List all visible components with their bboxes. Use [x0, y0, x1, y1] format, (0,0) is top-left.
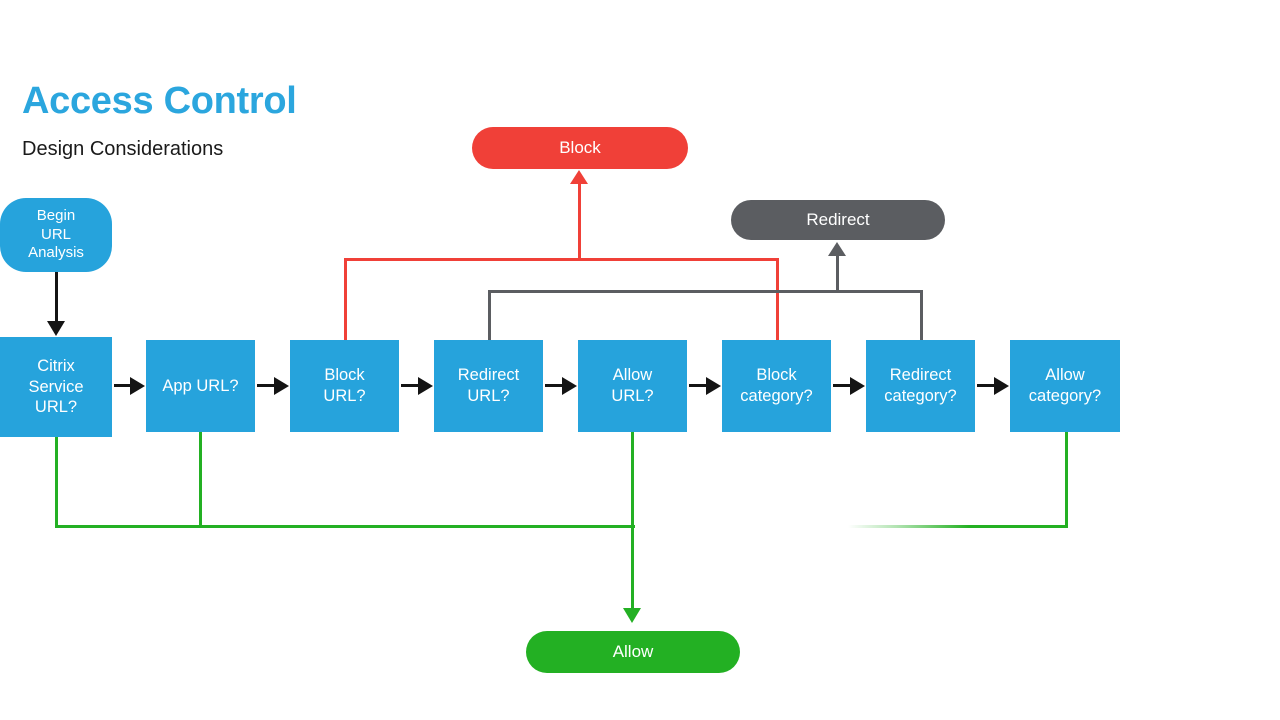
- edge-allowurl-to-blockcat-arrowhead: [706, 377, 721, 395]
- node-block-terminal[interactable]: Block: [472, 127, 688, 169]
- node-block-terminal-label: Block: [559, 138, 601, 158]
- node-citrix-service-url[interactable]: Citrix Service URL?: [0, 337, 112, 437]
- edge-allow-to-pill-arrowhead: [623, 608, 641, 623]
- node-redirect-terminal-label: Redirect: [806, 210, 870, 230]
- edge-blockurl-to-block-riser: [344, 258, 347, 342]
- edge-blockurl-to-redirecturl-arrowhead: [418, 377, 433, 395]
- edge-redirectcat-to-redirect-riser: [920, 290, 923, 342]
- edge-blockcat-to-redirectcat-arrowhead: [850, 377, 865, 395]
- edge-blockcat-to-block-riser: [776, 258, 779, 342]
- node-allow-category[interactable]: Allow category?: [1010, 340, 1120, 432]
- edge-allowcat-to-allow-dropper: [1065, 432, 1068, 528]
- edge-allow-bus-right-faded: [848, 525, 1068, 528]
- edge-allowurl-to-blockcat-line: [689, 384, 707, 387]
- node-block-url[interactable]: Block URL?: [290, 340, 399, 432]
- edge-app-to-allow-dropper: [199, 432, 202, 528]
- edge-redirect-to-pill-riser: [836, 254, 839, 292]
- node-app-url[interactable]: App URL?: [146, 340, 255, 432]
- edge-redirecturl-to-allowurl-arrowhead: [562, 377, 577, 395]
- node-redirect-category-line1: Redirect: [889, 366, 952, 385]
- node-allow-url-line1: Allow: [612, 366, 653, 385]
- page-subtitle: Design Considerations: [22, 138, 224, 160]
- edge-blockcat-to-redirectcat-line: [833, 384, 851, 387]
- node-block-url-line2: URL?: [323, 387, 366, 405]
- edge-allow-to-pill-dropper: [631, 525, 634, 611]
- page-title: Access Control: [22, 80, 297, 122]
- edge-citrix-to-app-line: [114, 384, 132, 387]
- edge-citrix-to-app-arrowhead: [130, 377, 145, 395]
- edge-allow-bus-left: [55, 525, 635, 528]
- edge-redirecturl-to-allowurl-line: [545, 384, 563, 387]
- edge-block-bus-horizontal: [344, 258, 779, 261]
- node-begin-url-analysis[interactable]: Begin URL Analysis: [0, 198, 112, 272]
- edge-redirect-to-pill-arrowhead: [828, 242, 846, 256]
- node-block-category[interactable]: Block category?: [722, 340, 831, 432]
- node-allow-url-line2: URL?: [611, 387, 654, 405]
- node-app-url-line1: App URL?: [162, 376, 239, 395]
- edge-app-to-blockurl-arrowhead: [274, 377, 289, 395]
- node-citrix-service-url-line2: Service: [28, 377, 84, 396]
- edge-block-to-pill-arrowhead: [570, 170, 588, 184]
- edge-redirectcat-to-allowcat-line: [977, 384, 995, 387]
- node-begin-line3: Analysis: [28, 244, 84, 262]
- node-citrix-service-url-line1: Citrix: [37, 357, 75, 376]
- node-allow-category-line1: Allow: [1045, 366, 1085, 385]
- node-begin-line2: URL: [40, 225, 71, 243]
- node-redirect-terminal[interactable]: Redirect: [731, 200, 945, 240]
- edge-blockurl-to-redirecturl-line: [401, 384, 419, 387]
- edge-allowurl-to-allow-dropper: [631, 432, 634, 528]
- node-redirect-url-line1: Redirect: [457, 366, 520, 385]
- node-begin-line1: Begin: [36, 206, 76, 224]
- node-block-category-line2: category?: [740, 387, 813, 405]
- node-redirect-url[interactable]: Redirect URL?: [434, 340, 543, 432]
- node-redirect-category-line2: category?: [884, 387, 957, 405]
- edge-begin-to-citrix-line: [55, 272, 58, 324]
- node-redirect-url-line2: URL?: [467, 387, 510, 405]
- node-allow-url[interactable]: Allow URL?: [578, 340, 687, 432]
- edge-citrix-to-allow-dropper: [55, 437, 58, 528]
- node-block-category-line1: Block: [756, 366, 797, 385]
- node-block-url-line1: Block: [324, 366, 365, 385]
- node-allow-category-line2: category?: [1028, 387, 1102, 405]
- edge-redirect-bus-horizontal: [488, 290, 923, 293]
- edge-begin-to-citrix-arrowhead: [47, 321, 65, 336]
- edge-redirecturl-to-redirect-riser: [488, 290, 491, 342]
- node-allow-terminal[interactable]: Allow: [526, 631, 740, 673]
- edge-block-to-pill-riser: [578, 182, 581, 260]
- node-allow-terminal-label: Allow: [612, 642, 654, 662]
- edge-app-to-blockurl-line: [257, 384, 275, 387]
- node-citrix-service-url-line3: URL?: [34, 398, 78, 417]
- edge-redirectcat-to-allowcat-arrowhead: [994, 377, 1009, 395]
- node-redirect-category[interactable]: Redirect category?: [866, 340, 975, 432]
